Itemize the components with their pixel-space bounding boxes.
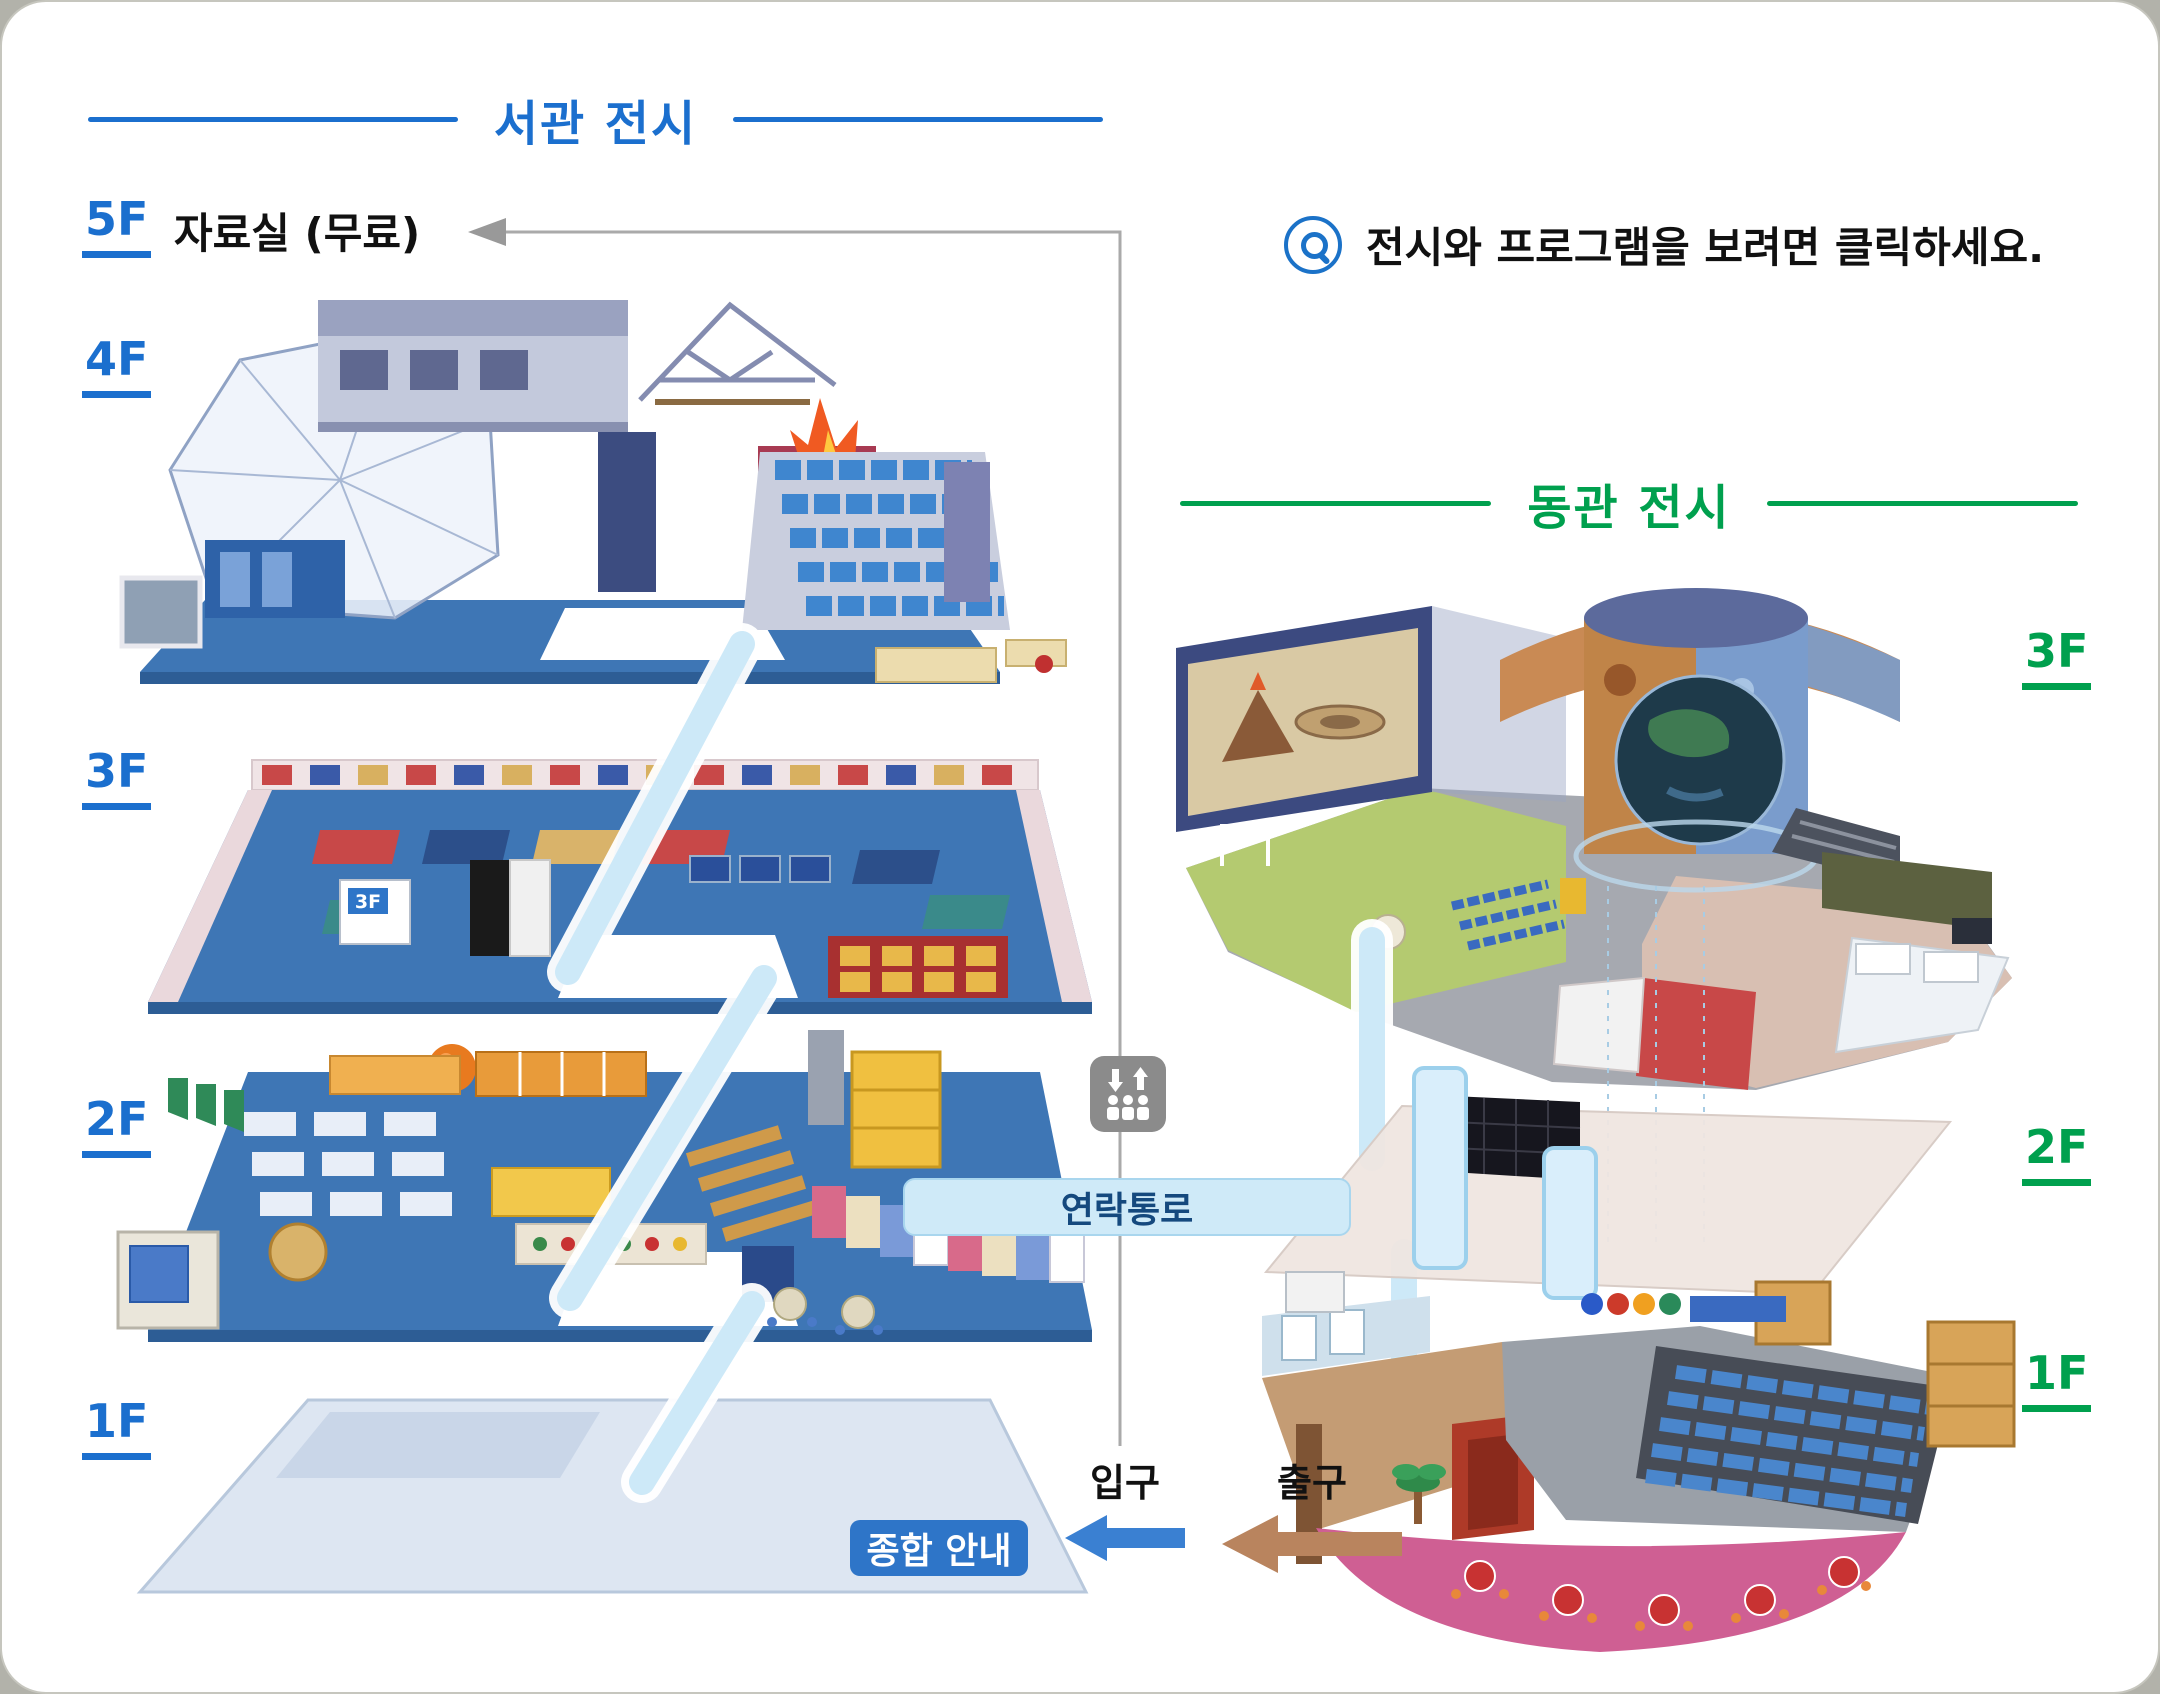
red-display-shelf (828, 936, 1008, 998)
title-rule (1766, 500, 2079, 506)
roof-truss (638, 301, 837, 402)
mini-theater-seats (1450, 879, 1566, 951)
west-floor-1f-plate[interactable] (136, 1398, 1089, 1594)
west-floor-label-4f[interactable]: 4F (82, 336, 152, 398)
general-info-label: 종합 안내 (866, 1531, 1012, 1572)
classroom-desks (244, 1112, 452, 1216)
title-rule (88, 116, 458, 122)
east-floor-3f[interactable] (1176, 588, 2012, 1090)
west-floor-label-2f[interactable]: 2F (82, 1096, 152, 1158)
click-hint: 전시와 프로그램을 보려면 클릭하세요. (1284, 214, 2044, 275)
round-kiosk (268, 1222, 328, 1282)
red-room (1636, 978, 1756, 1090)
wall-picture (119, 575, 203, 649)
bench-rows (685, 1125, 819, 1242)
east-floor-label-3f[interactable]: 3F (2022, 628, 2092, 690)
title-rule (733, 116, 1104, 122)
rest-table (875, 647, 997, 683)
title-rule (1180, 500, 1492, 506)
glass-wall (1432, 606, 1566, 802)
yellow-cabinet (808, 1030, 942, 1169)
floor3-info-desk: 3F (339, 879, 411, 945)
planet-display (1614, 674, 1786, 846)
display-panel-dark (470, 860, 510, 956)
west-title-text: 서관 전시 (493, 96, 698, 152)
wheelchair-marker (1035, 655, 1053, 673)
yellow-kiosk (1560, 878, 1586, 914)
olive-wall (1822, 852, 1992, 930)
east-section-title: 동관 전시 (1180, 468, 2079, 538)
east-floor-2f[interactable] (1263, 1066, 1953, 1300)
goal-frame (1220, 824, 1270, 866)
volcano-screen (1176, 606, 1432, 832)
study-tables (1855, 918, 1992, 983)
passage-label: 연락통로 (1060, 1190, 1194, 1231)
magnifier-icon (1284, 215, 1342, 274)
entrance-arrow-icon (1065, 1515, 1185, 1561)
entrance-label: 입구 (1090, 1461, 1160, 1505)
grandstand-seating (1636, 1346, 1952, 1524)
monitor-row (689, 855, 831, 883)
theater-screen (598, 432, 656, 592)
display-panel-light (509, 859, 551, 957)
auditorium-seating (742, 452, 1010, 630)
west-floor-4f[interactable] (119, 300, 1067, 684)
west-section-title: 서관 전시 (88, 84, 1104, 154)
west-floor-label-3f[interactable]: 3F (82, 748, 152, 810)
mezzanine-building (318, 300, 628, 432)
connecting-passage: 연락통로 (903, 1178, 1351, 1236)
elevator-pictogram (1107, 1067, 1149, 1120)
west-escalators (547, 623, 785, 1503)
west-floor-label-5f[interactable]: 5F (82, 196, 152, 258)
info-counter (1285, 1271, 1345, 1313)
library-elevator-path (468, 218, 1122, 1446)
banner-flags (168, 1078, 244, 1132)
east-floor-label-2f[interactable]: 2F (2022, 1124, 2092, 1186)
elevator-shafts (1412, 1066, 1598, 1300)
exit-arrow-icon (1222, 1515, 1402, 1573)
planet-tower (1573, 588, 1819, 893)
elevator-icon (1090, 1056, 1166, 1132)
yellow-counter (491, 1167, 611, 1217)
corner-booth (116, 1230, 220, 1330)
east-floor-1f[interactable] (1262, 1271, 2016, 1652)
color-props (1581, 1293, 1786, 1322)
floor5-library-note[interactable]: 자료실 (무료) (174, 209, 421, 258)
orange-shelves (329, 1051, 647, 1097)
hint-text: 전시와 프로그램을 보려면 클릭하세요. (1366, 223, 2045, 272)
general-info-badge: 종합 안내 (850, 1520, 1028, 1576)
cafe-terrace (1316, 1464, 1906, 1652)
east-floor-label-1f[interactable]: 1F (2022, 1350, 2092, 1412)
west-floor-2f[interactable] (116, 1030, 1092, 1342)
round-tables (767, 1287, 883, 1335)
west-floor-label-1f[interactable]: 1F (82, 1398, 152, 1460)
entrance-marker: 입구 (1050, 1452, 1200, 1561)
exit-marker: 출구 (1214, 1452, 1410, 1573)
floor3-desk-sign: 3F (355, 891, 381, 913)
east-title-text: 동관 전시 (1527, 480, 1731, 536)
arrow-left-icon (468, 218, 506, 246)
exit-label: 출구 (1277, 1461, 1347, 1505)
